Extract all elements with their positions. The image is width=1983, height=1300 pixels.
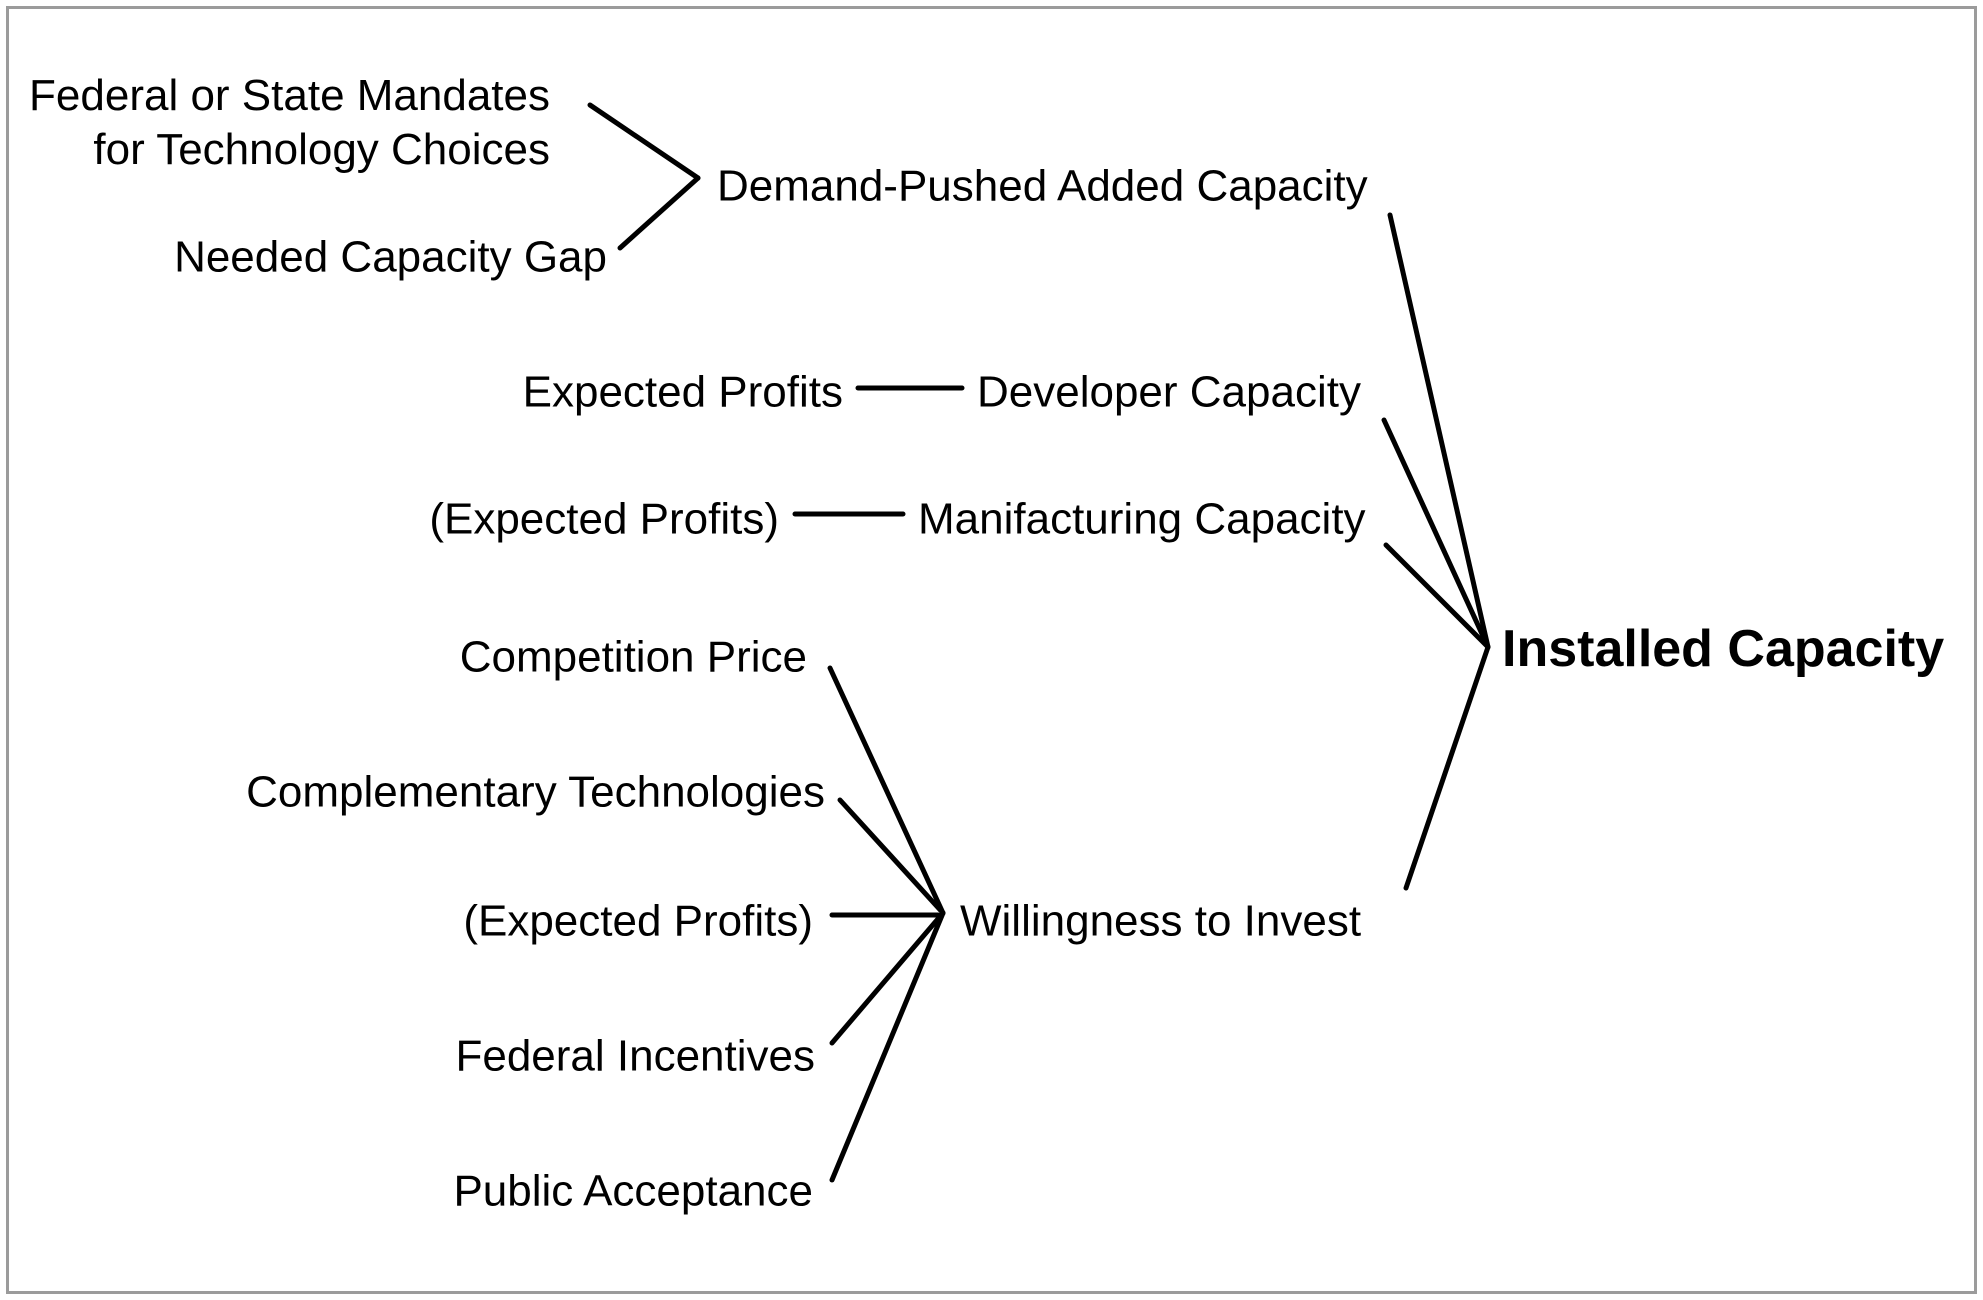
node-label-expected-profits-manifacturing: (Expected Profits) <box>429 495 779 544</box>
node-label-willingness-to-invest: Willingness to Invest <box>960 897 1361 946</box>
edge-willingness-to-invest-to-installed-capacity <box>1403 644 1491 891</box>
node-label-federal-state-mandates-line-2: for Technology Choices <box>93 125 550 174</box>
node-label-installed-capacity: Installed Capacity <box>1502 620 1944 678</box>
node-label-developer-capacity: Developer Capacity <box>977 368 1361 417</box>
edge-needed-capacity-gap-to-demand-pushed-added-capacity <box>617 175 701 251</box>
node-label-expected-profits-developer: Expected Profits <box>523 368 843 417</box>
node-label-competition-price: Competition Price <box>460 633 807 682</box>
node-label-federal-incentives: Federal Incentives <box>455 1032 815 1081</box>
node-label-federal-state-mandates-line-1: Federal or State Mandates <box>29 71 550 120</box>
edge-complementary-technologies-to-willingness-to-invest <box>837 797 946 916</box>
node-label-needed-capacity-gap: Needed Capacity Gap <box>174 233 607 282</box>
edge-manifacturing-capacity-to-installed-capacity <box>1383 542 1491 650</box>
node-label-manifacturing-capacity: Manifacturing Capacity <box>918 495 1366 544</box>
edge-demand-pushed-added-capacity-to-installed-capacity <box>1387 212 1491 650</box>
edge-federal-state-mandates-to-demand-pushed-added-capacity <box>587 102 701 181</box>
node-label-demand-pushed-added-capacity: Demand-Pushed Added Capacity <box>717 162 1368 211</box>
edge-competition-price-to-willingness-to-invest <box>827 665 946 916</box>
node-label-federal-state-mandates: Federal or State Mandates for Technology … <box>29 71 550 174</box>
node-label-expected-profits-willingness: (Expected Profits) <box>463 897 813 946</box>
edge-public-acceptance-to-willingness-to-invest <box>829 910 946 1183</box>
edge-federal-incentives-to-willingness-to-invest <box>829 910 946 1046</box>
node-label-complementary-technologies: Complementary Technologies <box>246 768 825 817</box>
edge-developer-capacity-to-installed-capacity <box>1381 417 1491 650</box>
node-label-public-acceptance: Public Acceptance <box>453 1167 813 1216</box>
